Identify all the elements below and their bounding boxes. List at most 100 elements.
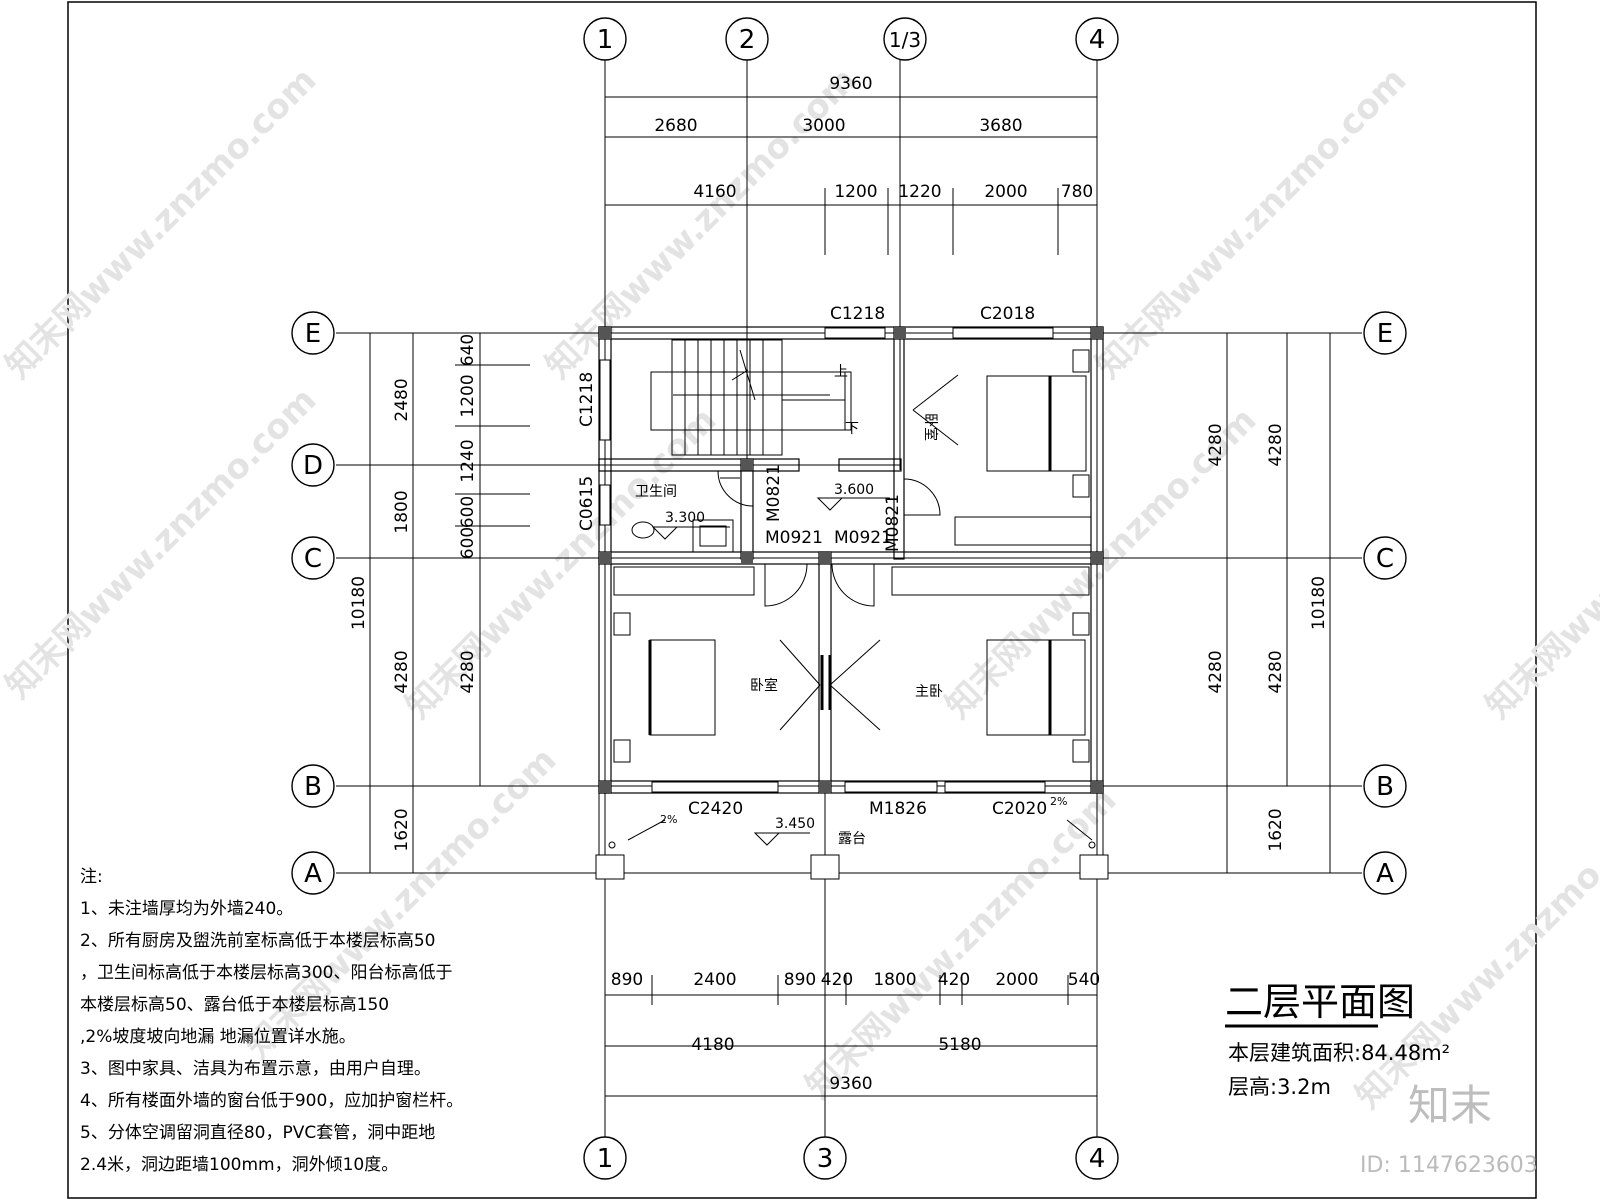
floor-height: 层高:3.2m xyxy=(1228,1075,1331,1099)
axis-bubble xyxy=(883,17,927,61)
dim-left-inner: 1240 xyxy=(458,439,478,482)
ac-holes xyxy=(779,374,959,731)
watermark-text: 知末网www.znzmo.com xyxy=(0,380,324,706)
watermark-text: 知末网www.znzmo.com xyxy=(1348,790,1600,1116)
axis-label-left: C xyxy=(304,544,322,574)
dimension-lines xyxy=(369,96,1331,1097)
note-line: 2.4米，洞边距墙100mm，洞外倾10度。 xyxy=(80,1155,398,1175)
dim-top-row2: 2000 xyxy=(984,182,1027,202)
image-id: ID: 1147623603 xyxy=(1360,1153,1538,1178)
axis-bubble xyxy=(725,17,769,61)
axis-bubble xyxy=(291,311,335,355)
staircase xyxy=(650,339,852,456)
dim-bottom-row2: 4180 xyxy=(691,1035,734,1055)
dim-top-row2: 4160 xyxy=(693,182,736,202)
axis-bubble xyxy=(1075,17,1119,61)
axis-bubble xyxy=(583,17,627,61)
elevation-markers xyxy=(627,497,1093,846)
axis-label-right: A xyxy=(1376,859,1394,889)
dim-left-mid: 1800 xyxy=(392,490,412,533)
note-line: 1、未注墙厚均为外墙240。 xyxy=(80,899,293,919)
dim-left-mid: 1620 xyxy=(392,808,412,851)
room-label-bedroom: 卧室 xyxy=(922,413,939,441)
dim-bottom-row1: 420 xyxy=(821,970,853,990)
dim-right-mid: 1620 xyxy=(1266,808,1286,851)
axis-bubble xyxy=(583,1136,627,1180)
note-line: 注: xyxy=(80,867,103,887)
doors xyxy=(717,470,941,793)
note-line: 2、所有厨房及盥洗前室标高低于本楼层标高50 xyxy=(80,931,435,951)
axis-label-bottom: 1 xyxy=(597,1144,614,1174)
dim-bottom-row1: 890 xyxy=(784,970,816,990)
axis-label-left: B xyxy=(304,772,322,802)
room-label-bedroom: 卧室 xyxy=(750,677,778,694)
axis-label-right: B xyxy=(1376,772,1394,802)
watermark-text: 知末网www.znzmo.com xyxy=(798,780,1124,1106)
dim-top-row1: 2680 xyxy=(654,116,697,136)
bathroom-fixtures xyxy=(631,477,740,553)
elevation-label: 3.300 xyxy=(665,510,705,526)
dim-top-row2: 1200 xyxy=(834,182,877,202)
dim-top-total: 9360 xyxy=(829,74,872,94)
axis-label-top: 1/3 xyxy=(889,28,921,52)
dim-right-inner: 4280 xyxy=(1206,423,1226,466)
axis-label-right: C xyxy=(1376,544,1394,574)
dim-bottom-row1: 890 xyxy=(611,970,643,990)
dim-bottom-row1: 2000 xyxy=(995,970,1038,990)
title-block: 二层平面图 本层建筑面积:84.48m² 层高:3.2m xyxy=(1225,980,1450,1099)
axis-bubble xyxy=(291,443,335,487)
window-label: C0615 xyxy=(577,476,597,531)
dim-left-mid: 4280 xyxy=(392,650,412,693)
watermark-text: 知末网www.znzmo.com xyxy=(1478,400,1600,726)
axis-bubbles xyxy=(291,17,1407,1180)
dim-top-row2: 1220 xyxy=(898,182,941,202)
note-line: ,2%坡度坡向地漏 地漏位置详水施。 xyxy=(80,1027,356,1047)
axis-bubble xyxy=(291,536,335,580)
dim-bottom-row1: 1800 xyxy=(873,970,916,990)
plan-labels: C1218 C2018 C1218 C0615 C2420 C2020 M082… xyxy=(577,304,1067,847)
elevation-label: 3.450 xyxy=(775,816,815,832)
dim-left-inner: 640 xyxy=(458,334,478,366)
dim-right-mid: 4280 xyxy=(1266,650,1286,693)
axis-bubble xyxy=(1363,311,1407,355)
notes: 注: 1、未注墙厚均为外墙240。 2、所有厨房及盥洗前室标高低于本楼层标高50… xyxy=(80,867,463,1175)
furniture xyxy=(613,349,1092,763)
room-label-master: 主卧 xyxy=(915,684,943,700)
note-line: 4、所有楼面外墙的窗台低于900，应加护窗栏杆。 xyxy=(80,1091,463,1111)
axis-label-top: 2 xyxy=(739,25,756,55)
axis-label-top: 1 xyxy=(597,25,614,55)
structural-columns xyxy=(599,327,1103,793)
axis-label-top: 4 xyxy=(1089,25,1106,55)
dim-left-mid: 2480 xyxy=(392,378,412,421)
dim-bottom-row1: 420 xyxy=(938,970,970,990)
axis-bubble xyxy=(1075,1136,1119,1180)
note-line: 本楼层标高50、露台低于本楼层标高150 xyxy=(80,995,389,1015)
watermark-text: 知末网www.znzmo.com xyxy=(0,60,324,386)
watermark-text: 知末网www.znzmo.com xyxy=(538,60,864,386)
watermark-text: 知末网www.znzmo.com xyxy=(398,400,724,726)
dim-left-total: 10180 xyxy=(349,576,369,630)
dim-bottom-total: 9360 xyxy=(829,1074,872,1094)
dim-top-row1: 3000 xyxy=(802,116,845,136)
axis-label-left: A xyxy=(304,859,322,889)
door-label: M0821 xyxy=(883,494,903,552)
door-label: M0921 xyxy=(765,528,823,548)
axis-grid xyxy=(336,60,1362,1138)
axis-bubble xyxy=(291,851,335,895)
note-line: 3、图中家具、洁具为布置示意，由用户自理。 xyxy=(80,1059,431,1079)
drawing-title: 二层平面图 xyxy=(1225,980,1415,1024)
axis-bubble xyxy=(1363,764,1407,808)
window-label: C1218 xyxy=(577,372,597,427)
dimension-text: 9360 2680 3000 3680 4160 1200 1220 2000 … xyxy=(349,74,1329,1094)
floor-area: 本层建筑面积:84.48m² xyxy=(1228,1041,1450,1065)
stair-down-label: 下 xyxy=(845,421,859,437)
note-line: 5、分体空调留洞直径80，PVC套管，洞中距地 xyxy=(80,1123,435,1143)
room-label-bathroom: 卫生间 xyxy=(635,484,677,500)
slope-label: 2% xyxy=(660,813,677,826)
door-label: M0921 xyxy=(834,528,892,548)
door-label: M1826 xyxy=(869,799,927,819)
window-label: C2018 xyxy=(980,304,1035,324)
dim-left-inner: 600 xyxy=(458,527,478,559)
slope-label: 2% xyxy=(1050,795,1067,808)
